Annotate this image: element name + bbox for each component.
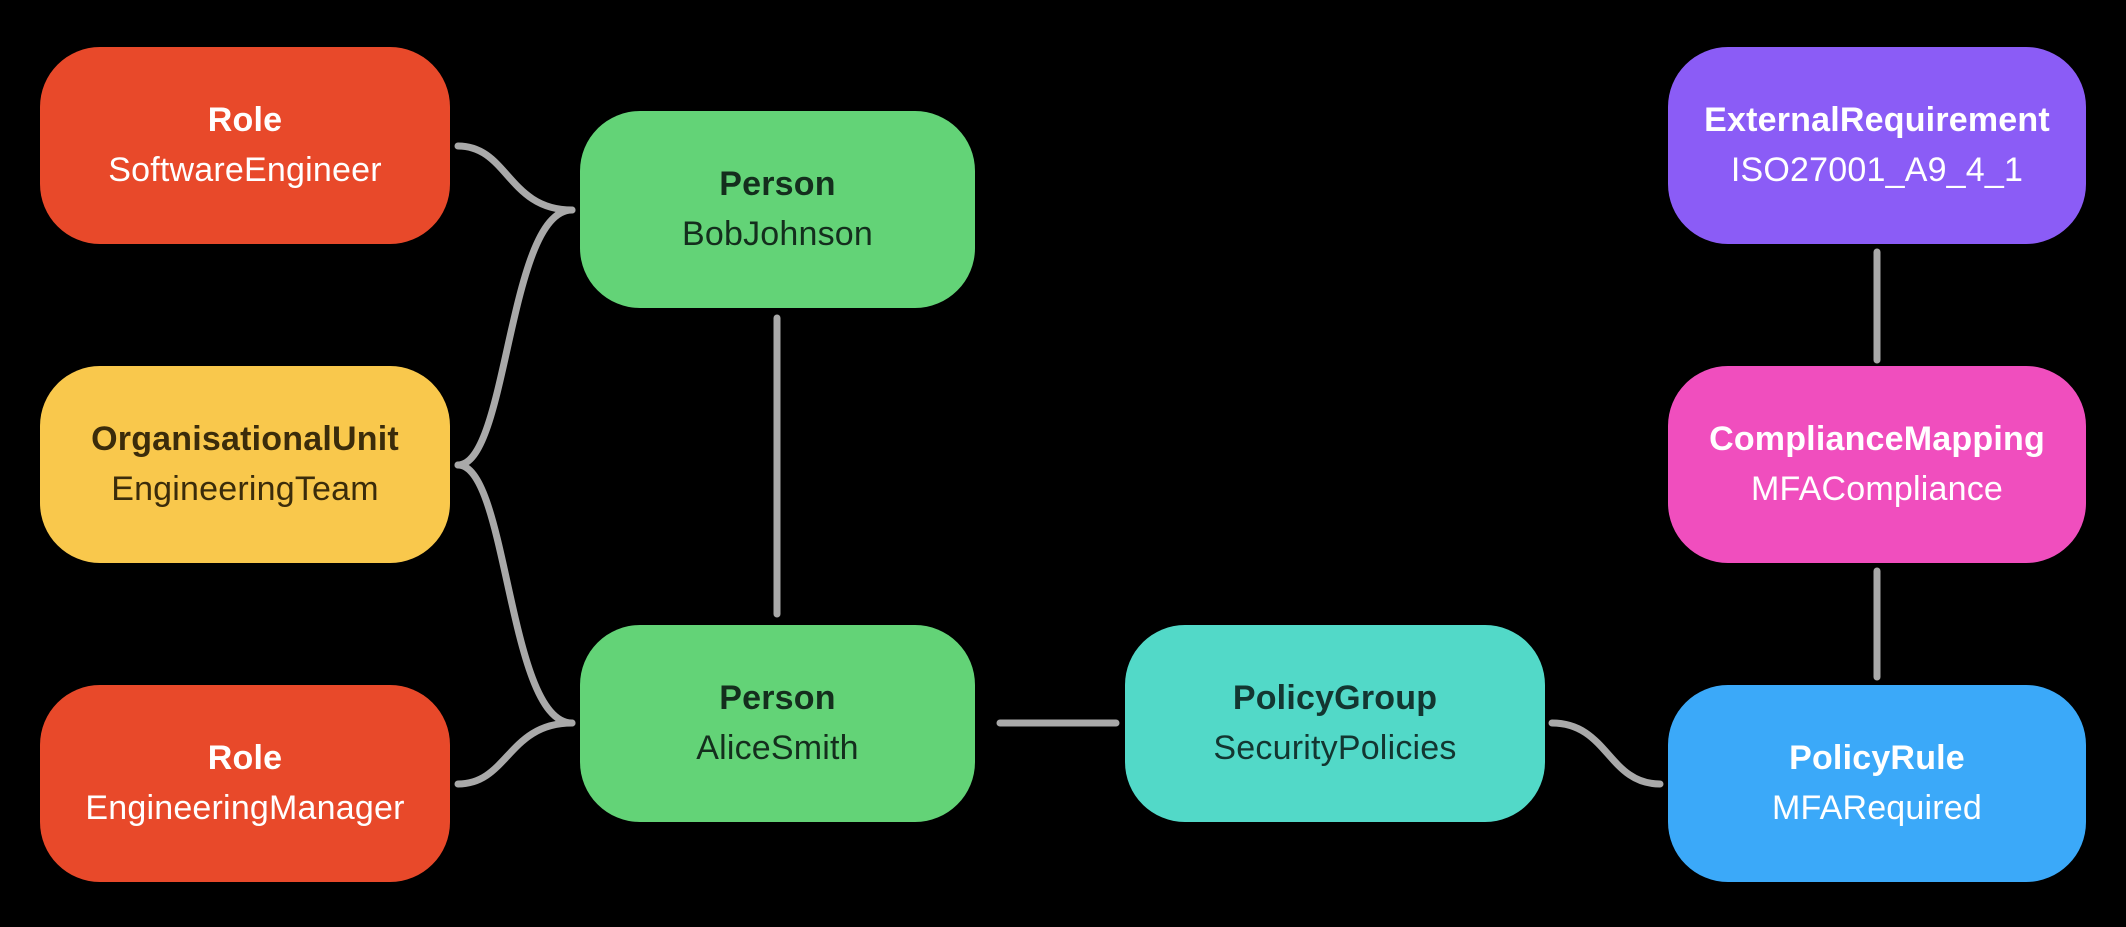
node-instance-label: SoftwareEngineer <box>108 150 382 189</box>
node-instance-label: MFACompliance <box>1750 469 2004 508</box>
edge-group <box>454 142 1881 788</box>
node-type-label: Role <box>207 101 283 140</box>
node-organisationalunit-engineeringteam[interactable]: OrganisationalUnit EngineeringTeam <box>40 366 450 563</box>
node-instance-label: AliceSmith <box>696 728 859 767</box>
node-compliancemapping-mfacompliance[interactable]: ComplianceMapping MFACompliance <box>1668 366 2086 563</box>
node-type-label: OrganisationalUnit <box>91 420 399 459</box>
node-type-label: ComplianceMapping <box>1709 420 2045 459</box>
node-instance-label: EngineeringTeam <box>111 469 379 508</box>
node-type-label: ExternalRequirement <box>1704 101 2050 140</box>
node-externalrequirement-iso27001[interactable]: ExternalRequirement ISO27001_A9_4_1 <box>1668 47 2086 244</box>
node-type-label: Role <box>207 739 283 778</box>
node-instance-label: MFARequired <box>1771 788 1983 827</box>
node-instance-label: BobJohnson <box>681 214 874 253</box>
edge-engineeringteam-alicesmith <box>454 461 576 727</box>
node-type-label: Person <box>719 165 836 204</box>
edge-policygroup-policyrule <box>1548 719 1664 788</box>
node-person-alicesmith[interactable]: Person AliceSmith <box>580 625 975 822</box>
node-role-softwareengineer[interactable]: Role SoftwareEngineer <box>40 47 450 244</box>
node-policygroup-securitypolicies[interactable]: PolicyGroup SecurityPolicies <box>1125 625 1545 822</box>
node-type-label: PolicyGroup <box>1232 679 1438 718</box>
edge-engineeringmanager-alicesmith <box>454 719 576 788</box>
node-person-bobjohnson[interactable]: Person BobJohnson <box>580 111 975 308</box>
node-policyrule-mfarequired[interactable]: PolicyRule MFARequired <box>1668 685 2086 882</box>
node-instance-label: ISO27001_A9_4_1 <box>1730 150 2024 189</box>
node-instance-label: EngineeringManager <box>85 788 405 827</box>
node-type-label: PolicyRule <box>1789 739 1965 778</box>
edge-engineeringteam-bobjohnson <box>454 206 576 469</box>
node-role-engineeringmanager[interactable]: Role EngineeringManager <box>40 685 450 882</box>
node-type-label: Person <box>719 679 836 718</box>
node-instance-label: SecurityPolicies <box>1213 728 1457 767</box>
edge-softwareengineer-bobjohnson <box>454 142 576 214</box>
